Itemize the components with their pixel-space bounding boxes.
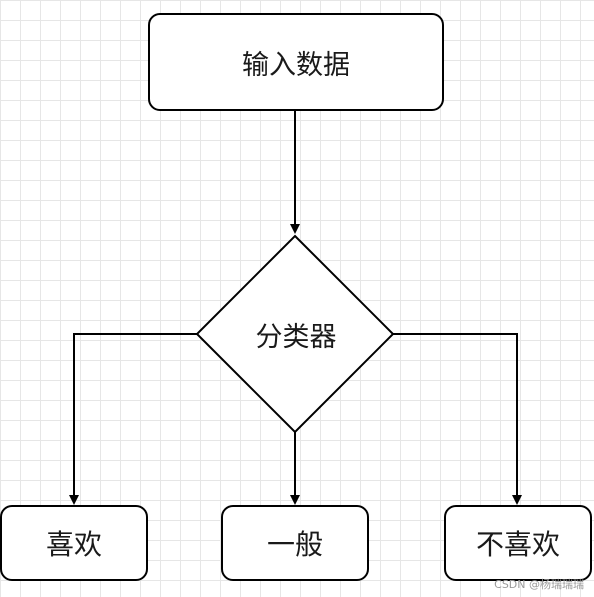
dislike-node: 不喜欢 <box>444 505 592 581</box>
classifier-diamond <box>195 234 395 434</box>
input-data-node: 输入数据 <box>148 13 444 111</box>
like-node: 喜欢 <box>0 505 148 581</box>
edge-classifier-to-dislike <box>393 333 522 505</box>
classifier-label: 分类器 <box>255 321 337 353</box>
edge-classifier-to-like <box>69 333 197 505</box>
watermark: CSDN @杨瑞瑞瑞 <box>494 578 584 591</box>
normal-node: 一般 <box>221 505 369 581</box>
